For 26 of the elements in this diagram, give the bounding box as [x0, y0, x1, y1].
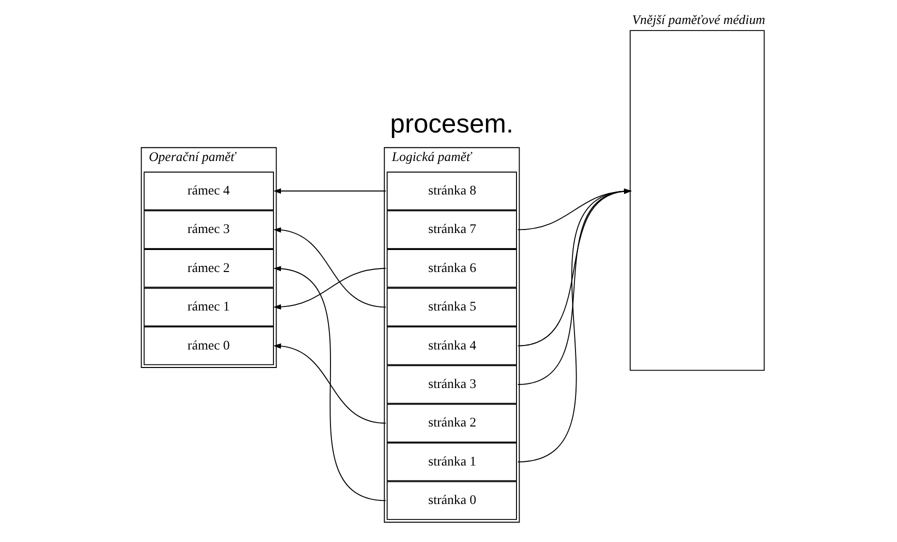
node-box: stránka 6 [386, 249, 516, 288]
node-box [629, 30, 764, 371]
node-box: stránka 1 [386, 442, 516, 482]
node-label: Vnější paměťové médium [632, 12, 765, 28]
arrow [272, 268, 386, 310]
arrow [272, 343, 386, 424]
label: procesem. [390, 108, 513, 138]
arrow [272, 188, 386, 194]
arrow [272, 227, 386, 308]
node-box: stránka 0 [386, 481, 516, 520]
node-box: rámec 0 [143, 326, 274, 366]
arrow [516, 188, 632, 230]
arrow [272, 266, 386, 502]
node-box: stránka 7 [386, 210, 516, 250]
node-box: stránka 8 [386, 172, 516, 210]
node-box: stránka 4 [386, 326, 516, 366]
node-box: rámec 4 [143, 172, 274, 210]
node-box: rámec 3 [143, 210, 274, 250]
node-box: stránka 2 [386, 404, 516, 443]
node-box: rámec 1 [143, 288, 274, 326]
node-box: stránka 5 [386, 288, 516, 326]
node-box: stránka 3 [386, 365, 516, 404]
node-box: rámec 2 [143, 249, 274, 288]
arrow [516, 188, 632, 462]
arrow [516, 188, 632, 346]
arrow [516, 188, 632, 385]
